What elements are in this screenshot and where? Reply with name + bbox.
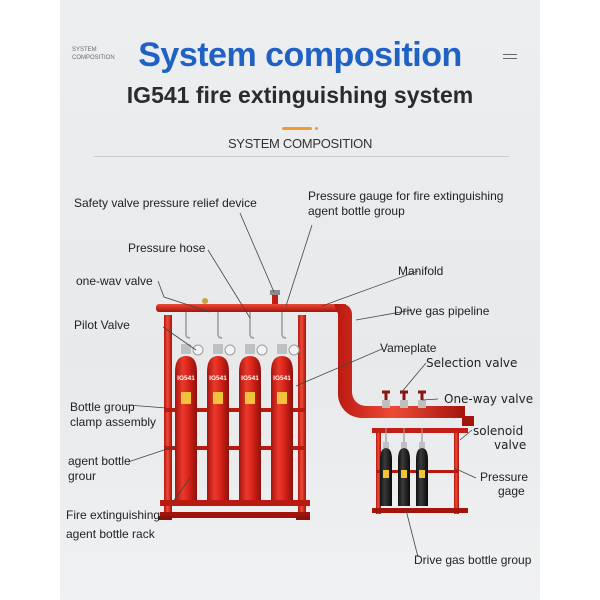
label-pilot-valve: Pilot Valve xyxy=(74,318,130,332)
bottle-marking: IG541 xyxy=(209,375,227,382)
label-manifold: Manifold xyxy=(398,264,444,278)
manifold-pipe xyxy=(156,304,474,426)
label-pressure-gauge-line2: agent bottle group xyxy=(308,204,405,218)
bottle-marking: IG541 xyxy=(177,375,195,382)
label-solenoid-line1: solenoid xyxy=(473,424,524,438)
heading-divider xyxy=(94,156,509,157)
page-title: System composition xyxy=(138,36,462,74)
drive-gas-bottle xyxy=(380,442,392,506)
accent-bar xyxy=(282,127,312,130)
drive-gas-bottles xyxy=(380,442,428,506)
poster: SYSTEM COMPOSITION System composition IG… xyxy=(60,0,540,600)
selection-valves xyxy=(382,390,426,408)
pressure-hoses xyxy=(185,312,287,339)
corner-label-line2: COMPOSITION xyxy=(72,55,115,61)
agent-bottle: IG541 xyxy=(175,344,197,500)
agent-bottle-rack xyxy=(158,315,310,520)
label-nameplate: Vameplate xyxy=(380,341,437,355)
corner-section-label: SYSTEM COMPOSITION xyxy=(72,46,132,62)
corner-label-line1: SYSTEM xyxy=(72,47,97,53)
label-drive-gas-bottle-group: Drive gas bottle group xyxy=(414,553,532,567)
agent-bottle-group: IG541 IG541 IG541 IG541 xyxy=(175,344,293,500)
label-solenoid-line2: valve xyxy=(494,438,527,452)
drive-gas-bottle xyxy=(398,442,410,506)
label-one-way-valve-right: One-way valve xyxy=(444,392,534,406)
label-pressure-gage-line1: Pressure xyxy=(480,470,529,484)
label-pressure-gage-line2: gage xyxy=(498,484,525,498)
label-rack-line2: agent bottle rack xyxy=(66,527,155,541)
label-clamp-line2: clamp assembly xyxy=(70,415,157,429)
page-subtitle: IG541 fire extinguishing system xyxy=(126,82,474,108)
label-rack-line1: Fire extinguishing xyxy=(66,508,161,522)
safety-valve xyxy=(202,290,280,304)
leader-lines xyxy=(127,212,477,558)
label-one-way-valve-left: one-wav valve xyxy=(76,274,153,288)
system-diagram: IG541 IG541 IG541 IG541 xyxy=(127,212,477,558)
agent-bottle: IG541 xyxy=(239,344,261,500)
agent-bottle: IG541 xyxy=(207,344,229,500)
accent-dot xyxy=(315,127,318,130)
label-agent-bottle-line1: agent bottle xyxy=(68,454,131,468)
label-safety-valve: Safety valve pressure relief device xyxy=(74,196,257,210)
label-clamp-line1: Bottle group xyxy=(70,400,135,414)
menu-icon[interactable] xyxy=(503,54,517,62)
section-heading: SYSTEM COMPOSITION xyxy=(227,136,373,151)
label-pressure-gauge-line1: Pressure gauge for fire extinguishing xyxy=(308,189,504,203)
bottle-marking: IG541 xyxy=(241,375,259,382)
pilot-valves xyxy=(192,344,300,356)
label-selection-valve: Selection valve xyxy=(426,356,518,370)
drive-gas-bottle xyxy=(416,442,428,506)
agent-bottle: IG541 xyxy=(271,344,293,500)
bottle-marking: IG541 xyxy=(273,375,291,382)
label-drive-gas-pipeline: Drive gas pipeline xyxy=(394,304,490,318)
label-pressure-hose: Pressure hose xyxy=(128,241,206,255)
label-agent-bottle-line2: grour xyxy=(68,469,97,483)
